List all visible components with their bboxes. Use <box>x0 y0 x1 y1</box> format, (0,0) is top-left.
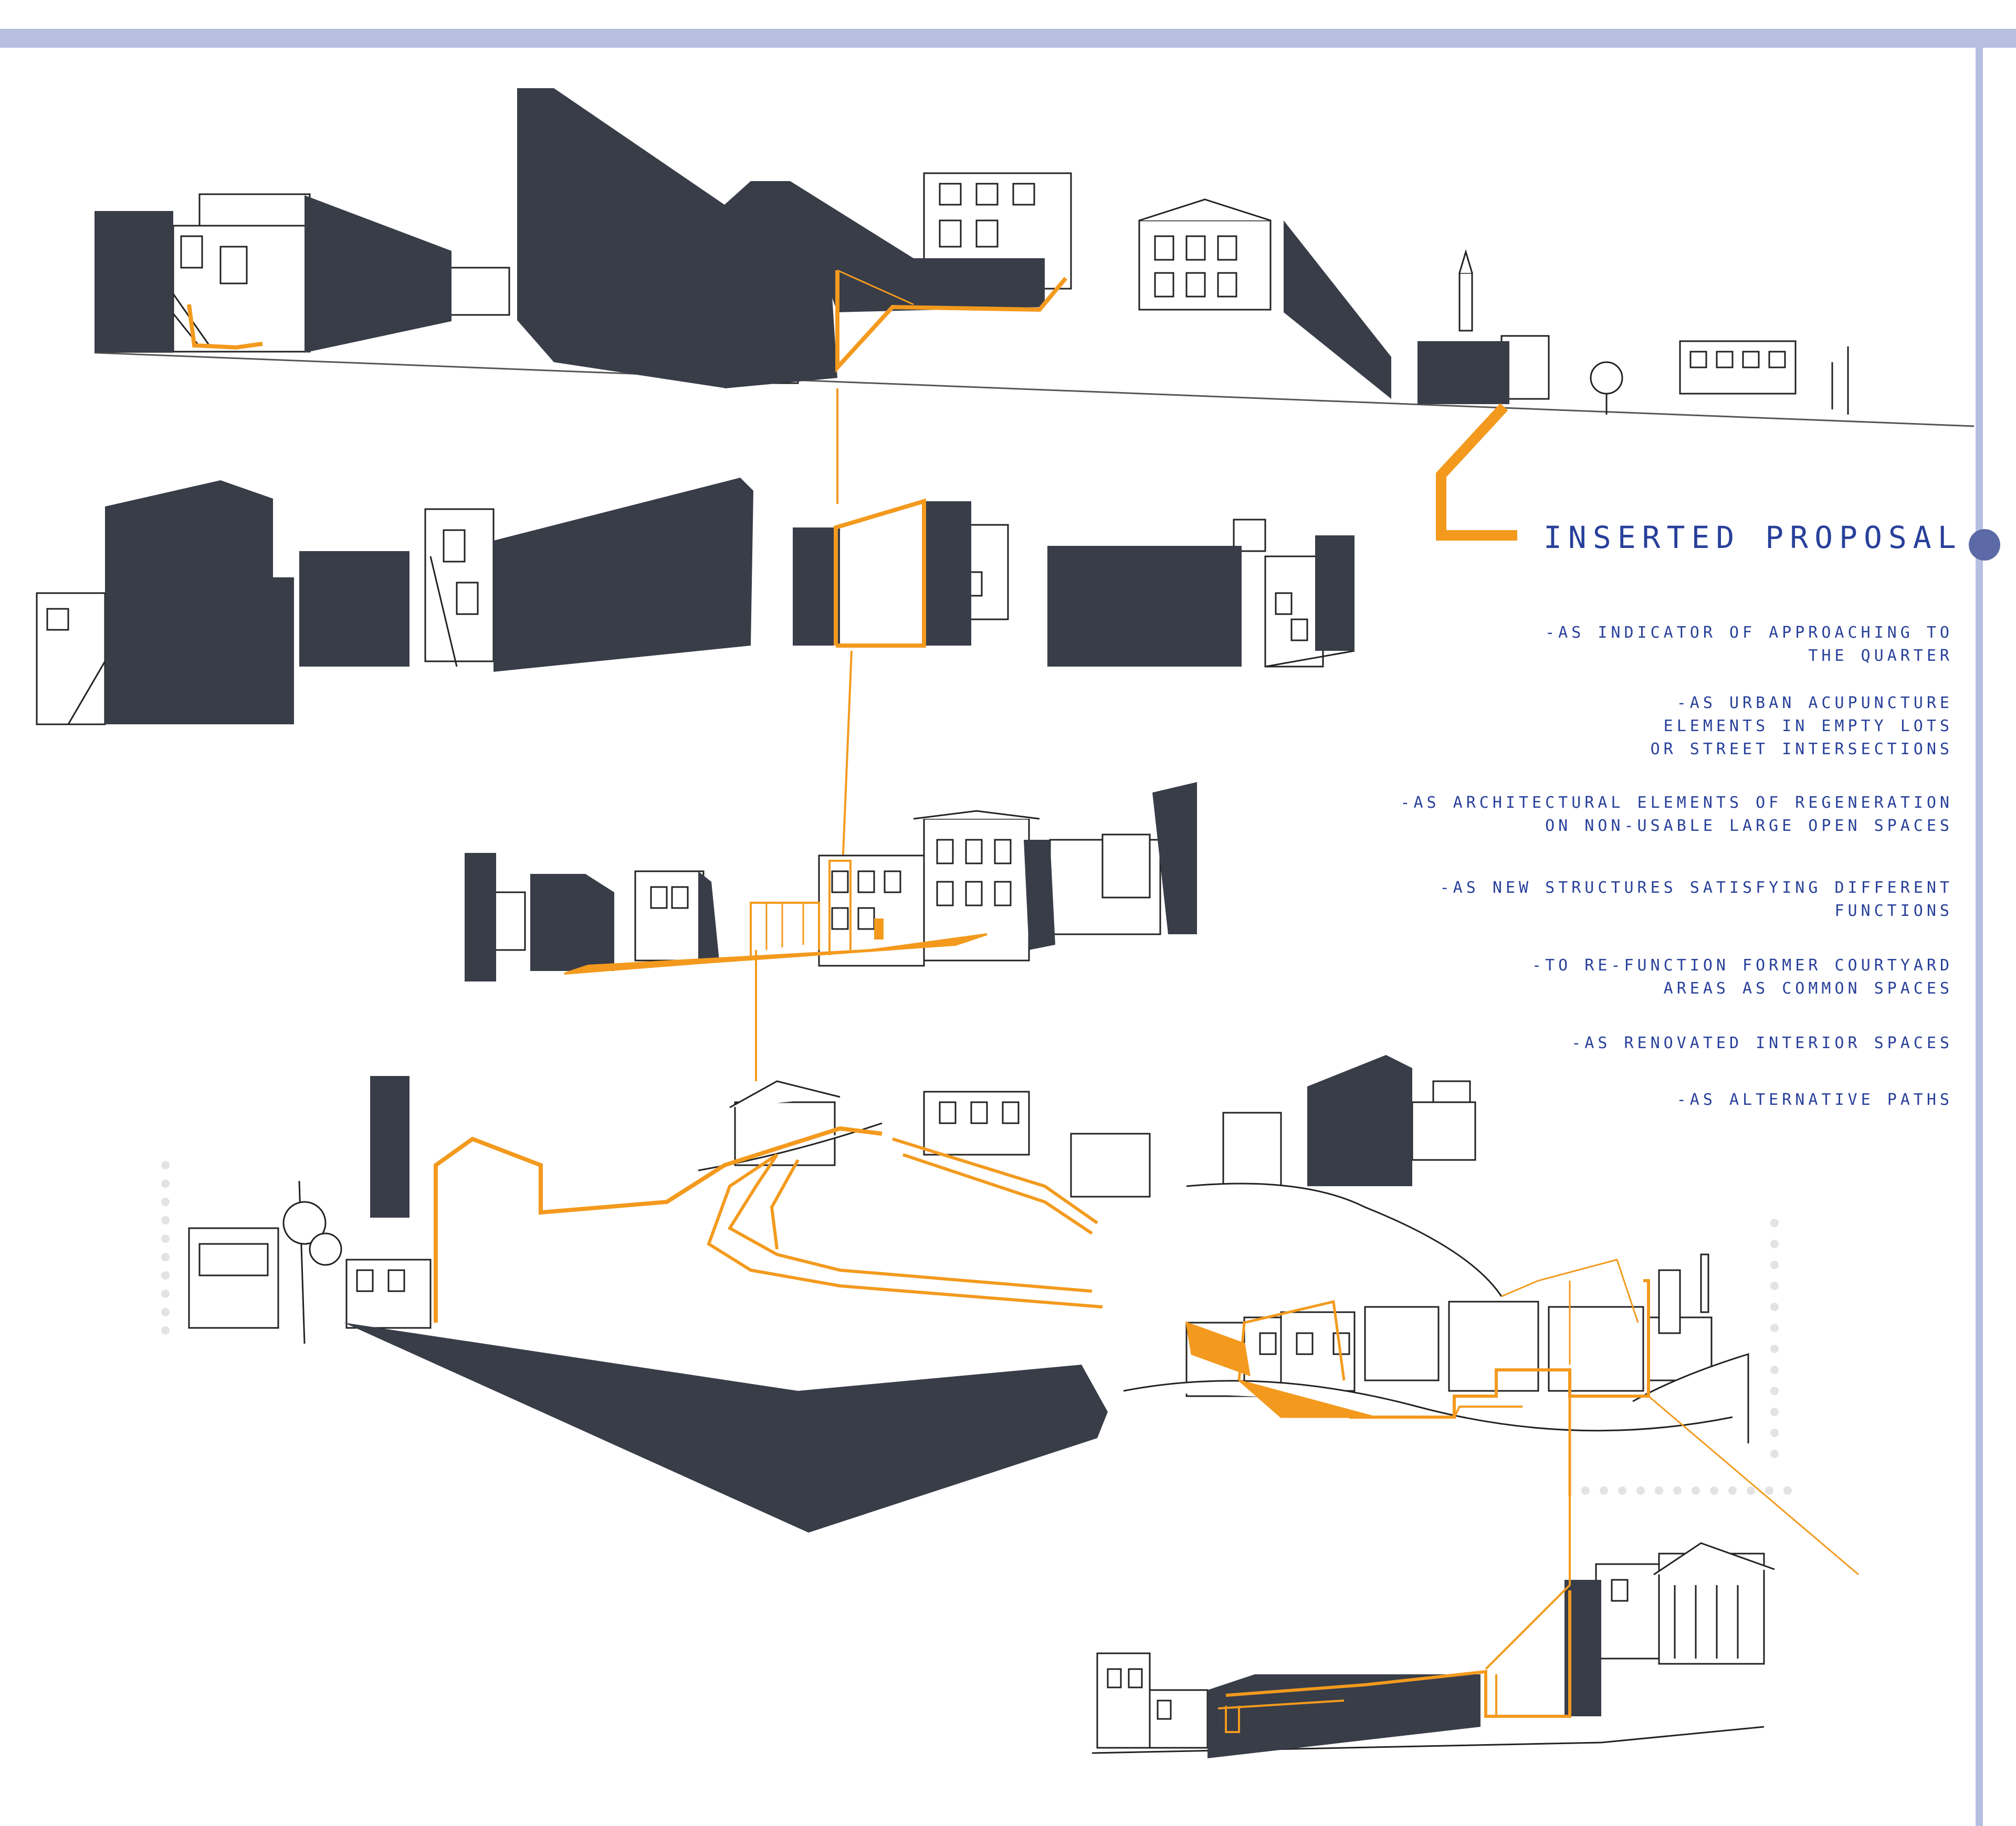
section-row-1 <box>94 88 1975 541</box>
legend-marker-dot <box>1969 529 2000 561</box>
section-row-3 <box>465 782 1197 981</box>
legend-item-indicator: -AS INDICATOR OF APPROACHING TO THE QUAR… <box>1545 624 1953 665</box>
legend-item-acupuncture: -AS URBAN ACUPUNCTURE ELEMENTS IN EMPTY … <box>1650 694 1953 758</box>
orange-path <box>564 860 988 975</box>
legend-item-courtyard: -TO RE-FUNCTION FORMER COURTYARD AREAS A… <box>1532 956 1953 998</box>
dark-volume <box>1208 1580 1601 1758</box>
dark-volume <box>344 1055 1412 1533</box>
section-row-4 <box>161 1055 1859 1576</box>
dark-volume <box>105 478 1354 724</box>
orange-path <box>834 498 926 648</box>
orange-path <box>187 269 1517 541</box>
orange-path <box>434 1126 1859 1576</box>
section-row-2 <box>29 478 1355 730</box>
sketch-building <box>36 508 1355 725</box>
dark-volume <box>465 782 1197 981</box>
right-frame-bar <box>1976 48 1983 1826</box>
legend-item-new-structures: -AS NEW STRUCTURES SATISFYING DIFFERENT … <box>1440 879 1953 920</box>
orange-connector <box>755 388 853 1081</box>
legend-item-regeneration: -AS ARCHITECTURAL ELEMENTS OF REGENERATI… <box>1400 794 1953 835</box>
top-frame-bar <box>0 29 2016 48</box>
film-edge-dots <box>161 1161 1792 1495</box>
legend-title: INSERTED PROPOSAL <box>1544 520 1962 555</box>
legend-item-alternative-paths: -AS ALTERNATIVE PATHS <box>1676 1091 1953 1109</box>
section-row-5 <box>1091 1496 1775 1758</box>
sketch-building <box>492 810 1161 967</box>
dark-volume <box>94 88 1509 404</box>
legend-item-interior: -AS RENOVATED INTERIOR SPACES <box>1571 1034 1953 1052</box>
orange-path <box>1217 1496 1571 1733</box>
sketch-building <box>1091 1542 1775 1754</box>
